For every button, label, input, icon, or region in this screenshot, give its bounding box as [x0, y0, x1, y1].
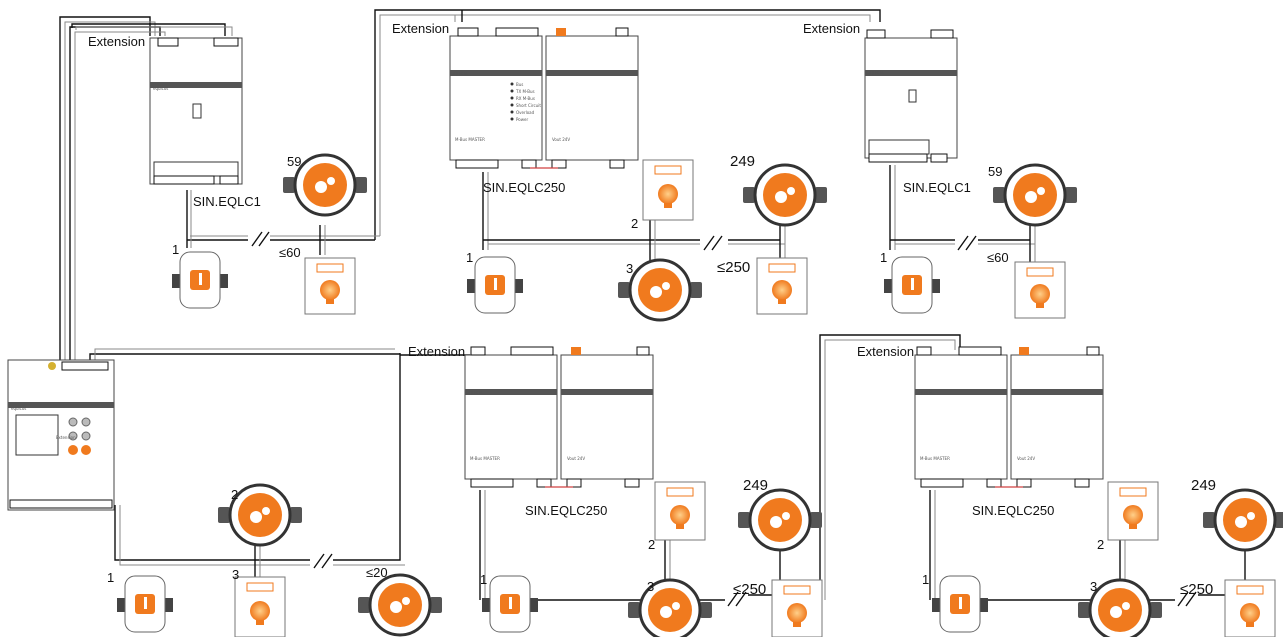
device-print: equicos equicos equicos equicos equicos …: [11, 70, 1035, 461]
device-index-label: 3: [232, 567, 239, 582]
electricity-meter-bulb-icon: [756, 257, 808, 315]
device-index-label: 2: [1097, 537, 1104, 552]
extension-print: Extension: [56, 435, 76, 440]
brand-print: equicos: [452, 71, 467, 76]
water-meter-icon: [743, 163, 827, 227]
max-devices-label: ≤250: [1180, 581, 1213, 598]
water-meter-icon: [283, 153, 367, 217]
heat-meter-thermometer-icon: [884, 256, 940, 314]
device-index-label: 2: [631, 216, 638, 231]
extension-label: Extension: [392, 21, 449, 36]
device-index-label: 3: [647, 579, 654, 594]
brand-print: equicos: [153, 86, 168, 91]
electricity-meters: [234, 159, 1276, 637]
device-count-label: 59: [988, 164, 1002, 179]
eqlc1-module-left: [149, 37, 243, 185]
electricity-meter-bulb-icon: [1107, 481, 1159, 541]
led-label: Bus: [516, 82, 523, 87]
max-devices-label: ≤20: [366, 565, 388, 580]
led-label: TX M-Bus: [515, 89, 535, 94]
eqlc250-module-bottom-right: [914, 346, 1104, 488]
device-index-label: 1: [107, 570, 114, 585]
water-meter-icon: [1203, 488, 1283, 552]
water-meter-icon: [628, 578, 712, 637]
extension-label: Extension: [857, 344, 914, 359]
master-title: M-Bus MASTER: [920, 456, 950, 461]
device-count-label: 249: [1191, 477, 1216, 494]
water-meter-icon: [618, 258, 702, 322]
heat-meter-thermometer-icon: [117, 575, 173, 633]
device-index-label: 1: [922, 572, 929, 587]
extension-label: Extension: [408, 344, 465, 359]
device-index-label: 1: [466, 250, 473, 265]
heat-meters: [117, 251, 988, 633]
device-count-label: 249: [730, 153, 755, 170]
heat-meter-thermometer-icon: [482, 575, 538, 633]
water-meter-icon: [1078, 578, 1162, 637]
electricity-meter-bulb-icon: [654, 481, 706, 541]
electricity-meter-bulb-icon: [1224, 579, 1276, 637]
master-title: M-Bus MASTER: [470, 456, 500, 461]
eqlc250-module-top: [449, 27, 639, 169]
eqlc250-label: SIN.EQLC250: [525, 503, 607, 518]
device-index-label: 3: [626, 261, 633, 276]
brand-print: equicos: [917, 390, 932, 395]
water-meter-icon: [738, 488, 822, 552]
eqlc1-label: SIN.EQLC1: [903, 180, 971, 195]
device-index-label: 3: [1090, 579, 1097, 594]
max-devices-label: ≤60: [279, 245, 301, 260]
water-meter-icon: [358, 573, 442, 637]
brand-print: equicos: [467, 390, 482, 395]
line-break-marks: [251, 231, 1197, 607]
power-print: Vout 24V: [1017, 456, 1035, 461]
led-label: Power: [516, 117, 528, 122]
diagram-labels: Extension Extension Extension Extension …: [88, 21, 1216, 598]
led-label: Short Circuit: [516, 103, 541, 108]
electricity-meter-bulb-icon: [304, 257, 356, 315]
water-meter-icon: [218, 483, 302, 547]
water-meter-icon: [993, 163, 1077, 227]
eqlc1-label: SIN.EQLC1: [193, 194, 261, 209]
heat-meter-thermometer-icon: [467, 256, 523, 314]
electricity-meter-bulb-icon: [234, 576, 286, 637]
device-index-label: 2: [231, 487, 238, 502]
heat-meter-thermometer-icon: [932, 575, 988, 633]
brand-print: equicos: [868, 70, 883, 75]
max-devices-label: ≤60: [987, 250, 1009, 265]
device-index-label: 1: [480, 572, 487, 587]
extension-label: Extension: [803, 21, 860, 36]
max-devices-label: ≤250: [717, 259, 750, 276]
brand-print: equicos: [11, 406, 26, 411]
electricity-meter-bulb-icon: [1014, 261, 1066, 319]
led-label: RX M-Bus: [516, 96, 535, 101]
eqlc250-label: SIN.EQLC250: [972, 503, 1054, 518]
extension-label: Extension: [88, 34, 145, 49]
power-print: Vout 24V: [552, 137, 570, 142]
eqlc1-module-right: [864, 29, 958, 163]
led-label: Overload: [516, 110, 535, 115]
water-meters: [218, 153, 1283, 637]
eqlc250-module-bottom-left: [464, 346, 654, 488]
device-index-label: 2: [648, 537, 655, 552]
bus-wiring: [59, 9, 1250, 610]
m-bus-controller: [7, 359, 115, 511]
max-devices-label: ≤250: [733, 581, 766, 598]
device-count-label: 59: [287, 154, 301, 169]
master-title: M-Bus MASTER: [455, 137, 485, 142]
device-index-label: 1: [880, 250, 887, 265]
power-print: Vout 24V: [567, 456, 585, 461]
device-count-label: 249: [743, 477, 768, 494]
heat-meter-thermometer-icon: [172, 251, 228, 309]
eqlc250-label: SIN.EQLC250: [483, 180, 565, 195]
electricity-meter-bulb-icon: [771, 579, 823, 637]
electricity-meter-bulb-icon: [642, 159, 694, 221]
device-index-label: 1: [172, 242, 179, 257]
